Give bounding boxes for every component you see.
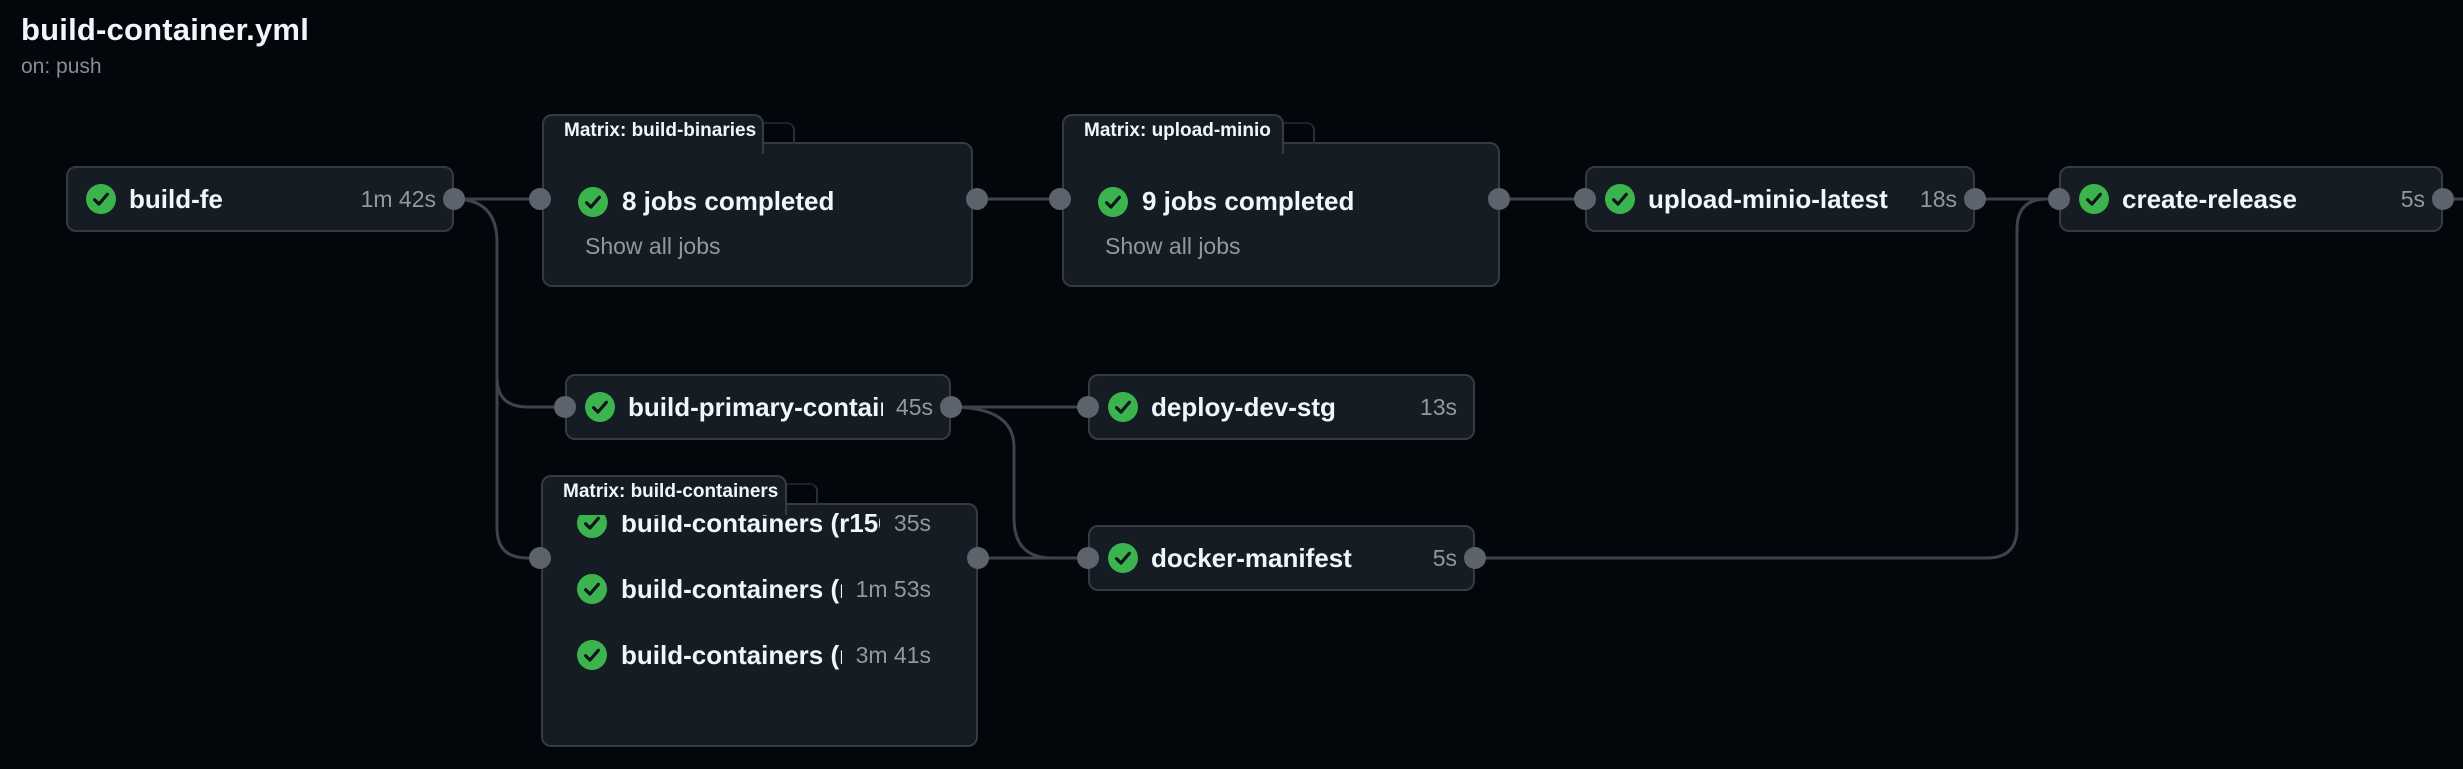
- job-duration: 13s: [1419, 393, 1457, 420]
- job-node-build-fe[interactable]: build-fe 1m 42s: [66, 166, 454, 232]
- job-label: docker-manifest: [1151, 542, 1352, 573]
- matrix-group-build-binaries[interactable]: Matrix: build-binaries 8 jobs completed …: [542, 114, 973, 287]
- edge-buildfe-trunk: [453, 197, 540, 560]
- job-node-build-primary-container[interactable]: build-primary-container 45s: [565, 374, 951, 440]
- check-circle-icon: [577, 574, 607, 604]
- edge-manifest-to-release: [1475, 197, 2059, 560]
- job-duration: 18s: [1919, 185, 1957, 212]
- matrix-stack-peek: [785, 483, 818, 505]
- check-circle-icon: [2079, 184, 2109, 214]
- matrix-summary-row: 8 jobs completed: [544, 144, 971, 217]
- matrix-tab: Matrix: build-binaries: [542, 114, 764, 154]
- matrix-group-upload-minio[interactable]: Matrix: upload-minio 9 jobs completed Sh…: [1062, 114, 1500, 287]
- job-duration: 1m 42s: [360, 185, 436, 212]
- matrix-job-row[interactable]: build-containers (r156-n… 1m 53s: [543, 571, 976, 607]
- job-label: upload-minio-latest: [1648, 183, 1888, 214]
- job-node-upload-minio-latest[interactable]: upload-minio-latest 18s: [1585, 166, 1975, 232]
- check-circle-icon: [577, 508, 607, 538]
- job-node-deploy-dev-stg[interactable]: deploy-dev-stg 13s: [1088, 374, 1475, 440]
- matrix-tab: Matrix: build-containers: [541, 475, 787, 515]
- job-duration: 3m 41s: [855, 641, 931, 668]
- matrix-summary: 8 jobs completed: [622, 186, 835, 216]
- matrix-job-row[interactable]: build-containers (r156-linux… 35s: [543, 505, 976, 541]
- matrix-job-row[interactable]: build-containers (r156-n… 3m 41s: [543, 637, 976, 673]
- check-circle-icon: [578, 186, 608, 217]
- check-circle-icon: [1108, 543, 1138, 573]
- job-node-create-release[interactable]: create-release 5s: [2059, 166, 2443, 232]
- matrix-tab: Matrix: upload-minio: [1062, 114, 1284, 154]
- job-duration: 5s: [2400, 185, 2425, 212]
- show-all-jobs-link[interactable]: Show all jobs: [585, 233, 721, 259]
- check-circle-icon: [585, 392, 615, 422]
- matrix-summary-row: 9 jobs completed: [1064, 144, 1498, 217]
- matrix-stack-peek: [1282, 122, 1315, 144]
- job-label: deploy-dev-stg: [1151, 391, 1336, 422]
- check-circle-icon: [1098, 186, 1128, 217]
- edge-buildfe-to-primary: [495, 376, 565, 409]
- workflow-title: build-container.yml: [21, 12, 310, 47]
- matrix-stack-peek: [762, 122, 795, 144]
- matrix-summary: 9 jobs completed: [1142, 186, 1355, 216]
- job-label: build-containers (r156-n…: [621, 573, 842, 604]
- check-circle-icon: [577, 640, 607, 670]
- check-circle-icon: [86, 184, 116, 214]
- job-label: build-primary-container: [628, 391, 883, 422]
- job-label: build-fe: [129, 183, 223, 214]
- workflow-header: build-container.yml on: push: [21, 12, 309, 79]
- job-label: create-release: [2122, 183, 2297, 214]
- job-node-docker-manifest[interactable]: docker-manifest 5s: [1088, 525, 1475, 591]
- show-all-jobs-link[interactable]: Show all jobs: [1105, 233, 1241, 259]
- matrix-group-build-containers[interactable]: Matrix: build-containers build-container…: [541, 475, 978, 747]
- job-duration: 35s: [893, 509, 931, 536]
- check-circle-icon: [1108, 392, 1138, 422]
- check-circle-icon: [1605, 184, 1635, 214]
- job-duration: 45s: [895, 393, 933, 420]
- job-duration: 5s: [1432, 544, 1457, 571]
- workflow-trigger: on: push: [21, 55, 102, 78]
- job-duration: 1m 53s: [855, 575, 931, 602]
- job-label: build-containers (r156-n…: [621, 639, 842, 670]
